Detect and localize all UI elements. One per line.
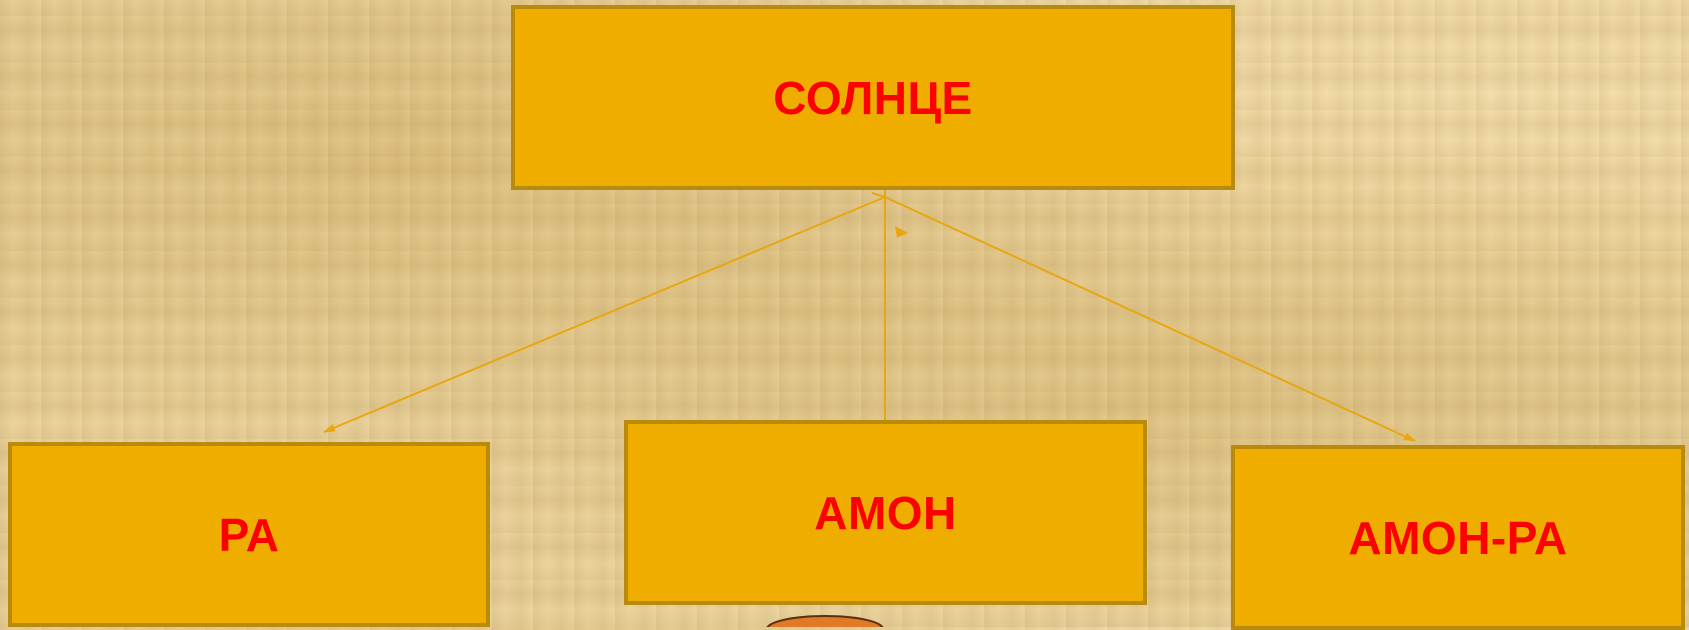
stray-arrowhead [895, 226, 908, 238]
child-node-ra: РА [8, 442, 490, 627]
connector-stub [871, 192, 886, 198]
connector-to-ra [323, 196, 886, 433]
root-node-sun: СОЛНЦЕ [511, 5, 1235, 190]
root-node-label: СОЛНЦЕ [773, 71, 973, 124]
child-node-ra-label: РА [218, 508, 280, 561]
child-node-amon-ra-label: АМОН-РА [1348, 511, 1568, 564]
child-node-amon: АМОН [624, 420, 1147, 605]
child-node-amon-label: АМОН [814, 486, 957, 539]
child-node-amon-ra: АМОН-РА [1231, 445, 1685, 630]
clay-pot-image [766, 615, 884, 627]
connector-to-amon-ra [884, 196, 1416, 442]
